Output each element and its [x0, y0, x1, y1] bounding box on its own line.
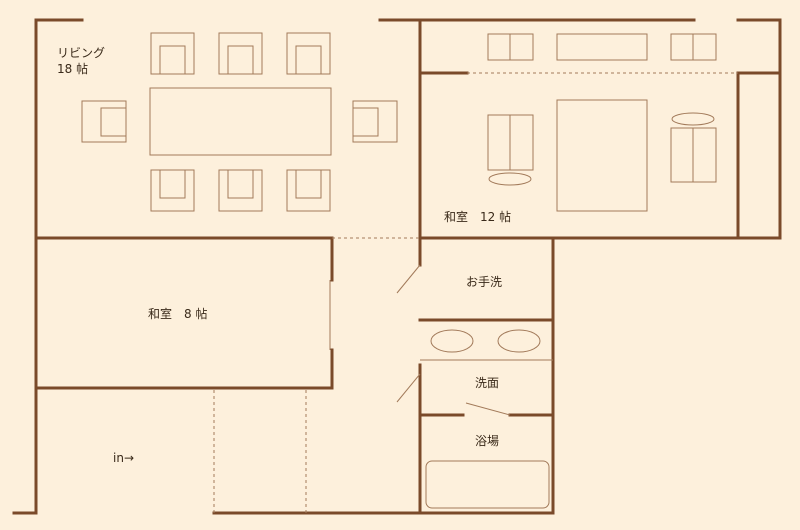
chair-seat	[295, 169, 322, 199]
wet-area-fixtures	[425, 329, 550, 509]
room-label-toilet: お手洗	[466, 275, 502, 289]
room-label-washroom: 洗面	[475, 376, 499, 390]
entrance-label: in→	[113, 451, 134, 465]
sink	[430, 329, 474, 353]
chair-seat	[159, 169, 186, 199]
room-label-living: リビング	[57, 46, 105, 60]
chair-seat	[227, 45, 254, 75]
washitsu12-furniture	[487, 33, 717, 212]
low-table	[556, 99, 648, 212]
chair-seat	[295, 45, 322, 75]
room-label-washitsu12: 和室 12 帖	[444, 209, 511, 224]
floor-cushion	[671, 112, 715, 126]
chair-seat	[352, 107, 379, 137]
dashed-lines	[213, 72, 738, 513]
living-furniture	[81, 32, 398, 212]
floor-cushion	[488, 172, 532, 186]
doors	[329, 264, 553, 416]
room-label-bath: 浴場	[475, 434, 499, 448]
door-swing	[396, 264, 421, 294]
chair-seat	[159, 45, 186, 75]
door-swing	[396, 373, 421, 403]
door-swing	[465, 402, 511, 416]
walls	[12, 18, 782, 515]
sink	[497, 329, 541, 353]
room-label-washitsu8: 和室 8 帖	[148, 306, 207, 321]
room-size-living: 18 帖	[57, 61, 88, 76]
bathtub	[425, 460, 550, 509]
chair-seat	[100, 107, 127, 137]
dining-table	[149, 87, 332, 156]
tv-stand	[556, 33, 648, 61]
chair-seat	[227, 169, 254, 199]
